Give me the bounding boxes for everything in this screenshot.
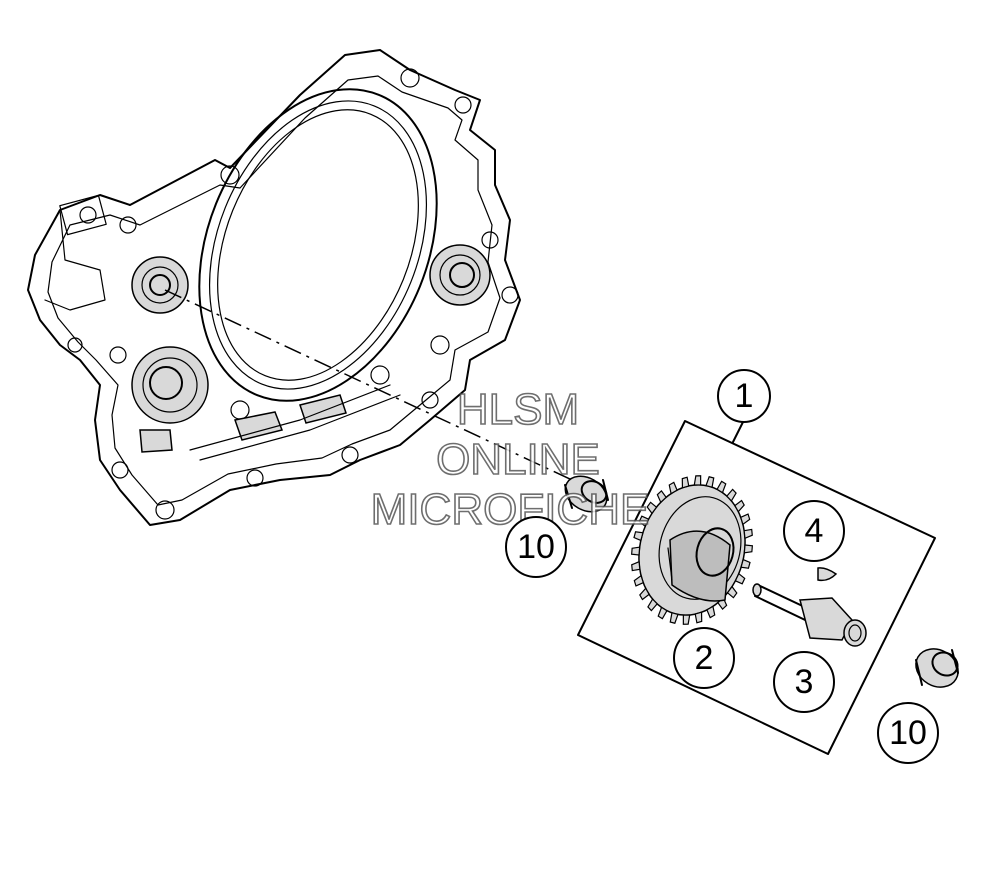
clutch-cover	[27, 49, 521, 526]
callout-2-label: 2	[695, 639, 714, 677]
gear-tooth	[693, 475, 702, 486]
gear-tooth	[631, 560, 641, 572]
shaft	[752, 583, 867, 647]
bearing-lower	[915, 648, 959, 688]
gear-tooth	[669, 612, 679, 624]
gear-tooth	[706, 605, 716, 619]
gear-tooth	[638, 515, 650, 528]
gear-tooth	[657, 606, 668, 620]
gear-tooth	[716, 480, 727, 494]
callout-1: 1	[717, 369, 771, 423]
gear-tooth	[633, 574, 644, 587]
callout-10-upper: 10	[505, 516, 567, 578]
gear-tooth	[705, 476, 715, 488]
gear-tooth	[630, 546, 641, 556]
callout-1-label: 1	[735, 377, 754, 415]
callout-3: 3	[773, 651, 835, 713]
gear-tooth	[681, 476, 690, 489]
gear-tooth	[743, 544, 754, 554]
callout-10-upper-label: 10	[517, 528, 555, 566]
callout-4-label: 4	[805, 512, 824, 550]
gear-tooth	[668, 481, 678, 495]
gear-tooth	[647, 598, 658, 612]
watermark-line-3: MICROFICHE	[371, 485, 650, 534]
alignment-line	[164, 289, 573, 481]
gear-tooth	[734, 499, 745, 513]
gear-tooth	[633, 531, 644, 542]
gear-tooth	[646, 501, 658, 515]
watermark-line-2: ONLINE	[436, 435, 600, 484]
callout-2: 2	[673, 627, 735, 689]
callout-4: 4	[783, 500, 845, 562]
gear-tooth	[743, 528, 753, 540]
callout-3-label: 3	[795, 663, 814, 701]
gear-tooth	[682, 614, 691, 625]
watermark: HLSM ONLINE MICROFICHE	[370, 384, 650, 535]
bearing-upper	[564, 475, 609, 513]
gear-tooth	[726, 488, 737, 502]
gear-tooth	[639, 587, 650, 601]
watermark-line-1: HLSM	[457, 385, 579, 434]
gear-tooth	[726, 585, 738, 599]
gear-tooth	[734, 572, 746, 585]
gear-tooth	[656, 489, 667, 504]
kit-leader-line	[732, 419, 745, 443]
gear	[630, 475, 754, 625]
gear-tooth	[740, 513, 751, 526]
gear-tooth	[740, 558, 751, 569]
gear-tooth	[694, 611, 703, 624]
callout-10-lower: 10	[877, 702, 939, 764]
woodruff-key	[817, 567, 838, 582]
kit-box	[577, 420, 936, 755]
callout-10-lower-label: 10	[889, 714, 927, 752]
